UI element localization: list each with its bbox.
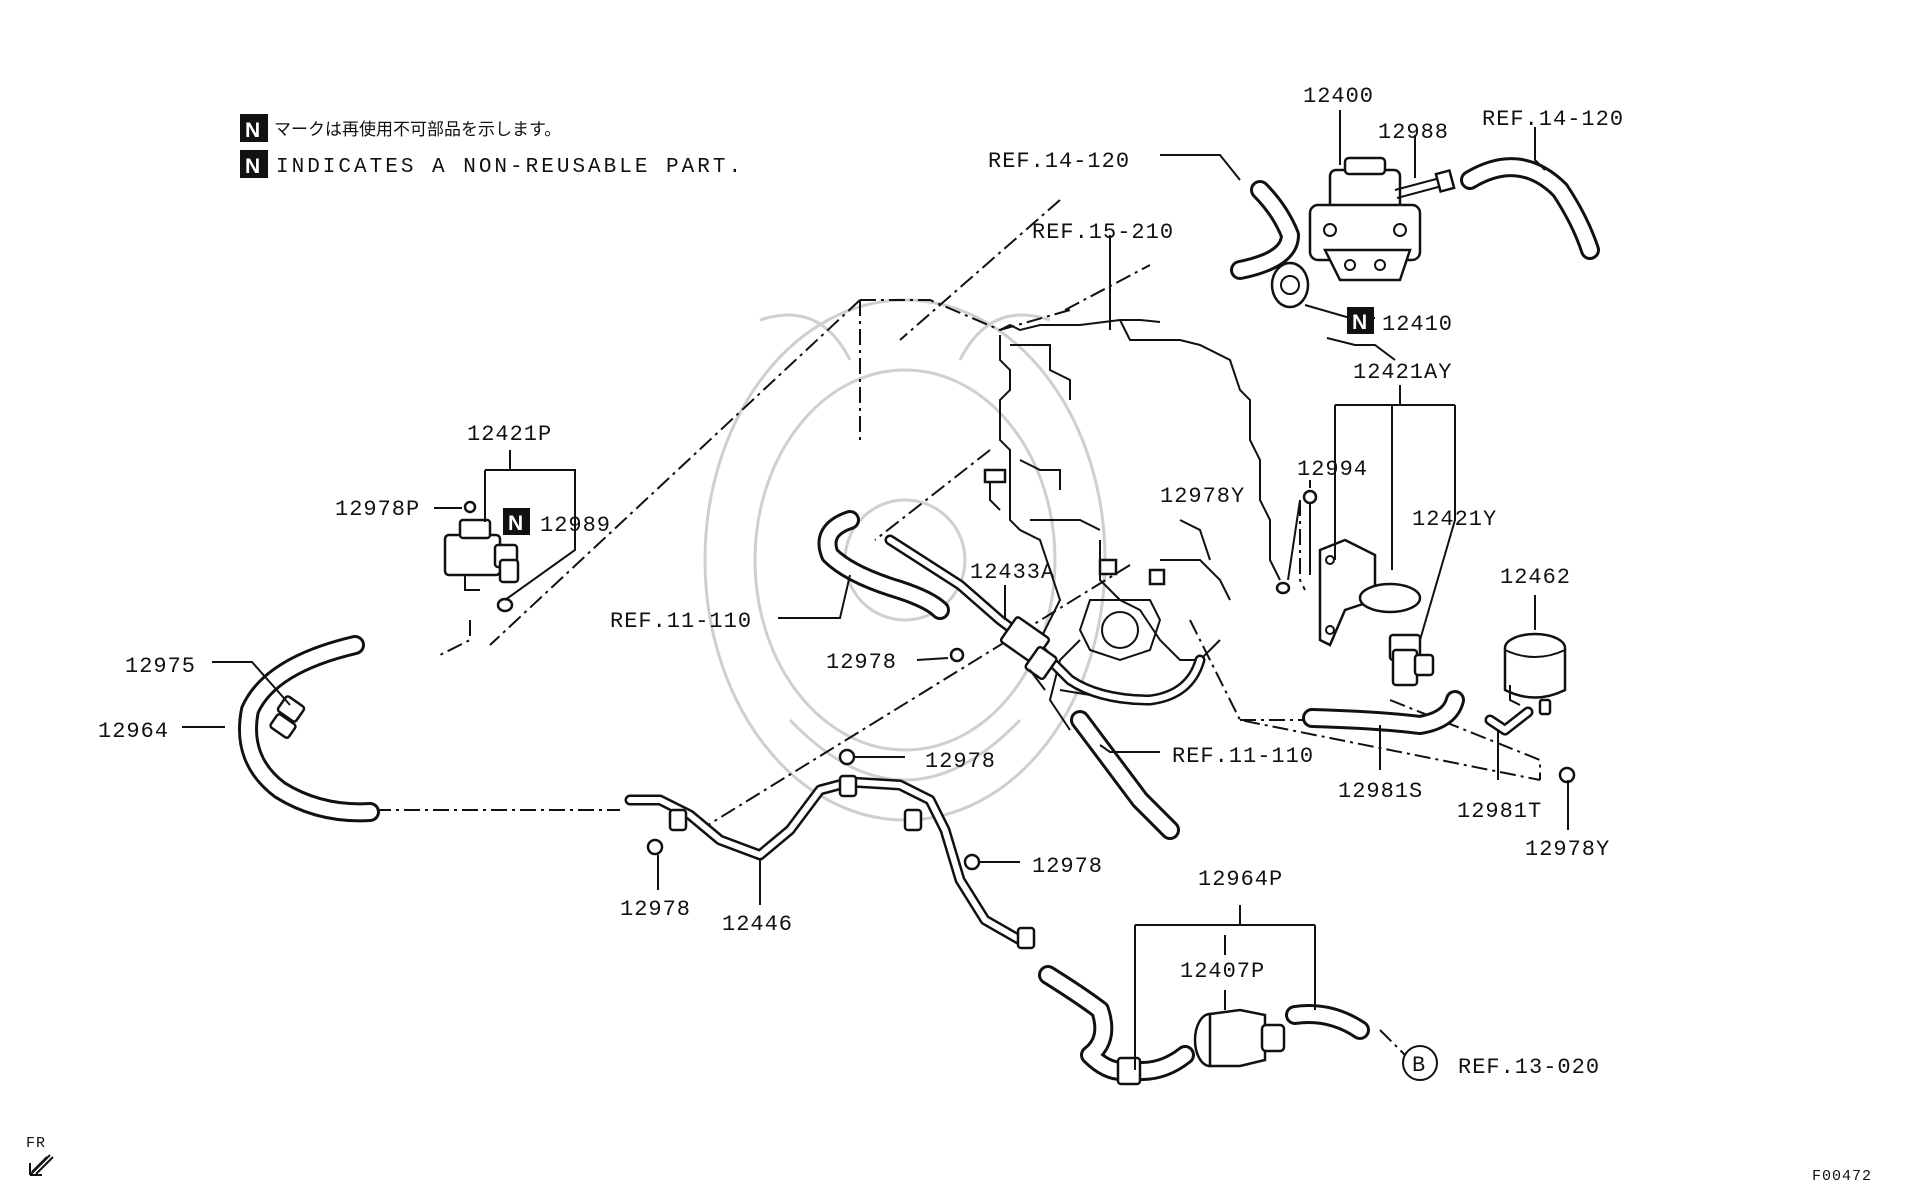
front-arrow-icon (29, 1154, 54, 1176)
badge-letter: N (245, 155, 260, 178)
legend-note: N マークは再使用不可部品を示します。 N INDICATES A NON-RE… (240, 114, 744, 179)
label-12433A: 12433A (970, 560, 1055, 585)
pipe-clips (668, 774, 1036, 950)
label-12981S: 12981S (1338, 779, 1423, 804)
non-reusable-badge-icon (1347, 307, 1374, 334)
diagram-code: F00472 (1812, 1168, 1872, 1185)
solenoid-valve-12421Y (1388, 633, 1435, 687)
label-12407P: 12407P (1180, 959, 1265, 984)
bracket-12421AY (1318, 538, 1422, 647)
bolt-12988 (1394, 168, 1456, 199)
label-12978Y-bottom: 12978Y (1525, 837, 1610, 862)
label-12410: 12410 (1382, 312, 1453, 337)
bolts-12978 (646, 647, 1576, 871)
badge-letter: N (245, 119, 260, 142)
note-japanese: マークは再使用不可部品を示します。 (274, 119, 561, 140)
hose-clamp (1116, 1056, 1142, 1086)
part-labels: 12400 12988 REF.14-120 REF.14-120 REF.15… (98, 84, 1624, 1080)
label-12978-b: 12978 (925, 749, 996, 774)
label-12421Y: 12421Y (1412, 507, 1497, 532)
label-12978-a: 12978 (826, 650, 897, 675)
label-ref-11-110-right: REF.11-110 (1172, 744, 1314, 769)
solenoid-valve-12421P (443, 518, 520, 591)
badge-letter: N (1352, 311, 1367, 334)
label-ref-13-020: REF.13-020 (1458, 1055, 1600, 1080)
connection-b-letter: B (1412, 1053, 1426, 1078)
non-reusable-badge-icon (240, 150, 268, 178)
o-ring-12989-icon (496, 597, 514, 613)
label-12978P: 12978P (335, 497, 420, 522)
fitting-12433A (999, 616, 1058, 691)
label-ref-14-120-left: REF.14-120 (988, 149, 1130, 174)
screw-12978P-icon (463, 500, 477, 514)
label-12964P: 12964P (1198, 867, 1283, 892)
label-12421P: 12421P (467, 422, 552, 447)
label-12462: 12462 (1500, 565, 1571, 590)
canister-12462 (1503, 632, 1567, 716)
clamp-12975 (269, 695, 306, 739)
label-12988: 12988 (1378, 120, 1449, 145)
label-12975: 12975 (125, 654, 196, 679)
non-reusable-badge-icon (503, 508, 530, 535)
label-ref-14-120-right: REF.14-120 (1482, 107, 1624, 132)
label-12421AY: 12421AY (1353, 360, 1452, 385)
label-ref-11-110-left: REF.11-110 (610, 609, 752, 634)
connection-b-icon: B (1402, 1045, 1438, 1081)
label-12400: 12400 (1303, 84, 1374, 109)
label-12994: 12994 (1297, 457, 1368, 482)
fuel-filter-12407P (1193, 1008, 1286, 1068)
note-english: INDICATES A NON-REUSABLE PART. (276, 156, 744, 179)
label-12989: 12989 (540, 513, 611, 538)
label-12446: 12446 (722, 912, 793, 937)
non-reusable-badge-icon (240, 114, 268, 142)
label-12964: 12964 (98, 719, 169, 744)
front-direction-indicator: FR (26, 1135, 54, 1176)
label-ref-15-210: REF.15-210 (1032, 220, 1174, 245)
gasket-12410 (1270, 261, 1310, 309)
front-label: FR (26, 1135, 46, 1152)
label-12978-d: 12978 (620, 897, 691, 922)
egr-valve-12400 (1308, 156, 1422, 282)
screw-12978Y-icon (1302, 489, 1318, 505)
o-ring-12994-icon (1275, 581, 1291, 595)
badge-letter: N (508, 512, 523, 535)
label-12978-c: 12978 (1032, 854, 1103, 879)
label-12978Y-top: 12978Y (1160, 484, 1245, 509)
leader-lines (182, 110, 1569, 1070)
label-12981T: 12981T (1457, 799, 1542, 824)
